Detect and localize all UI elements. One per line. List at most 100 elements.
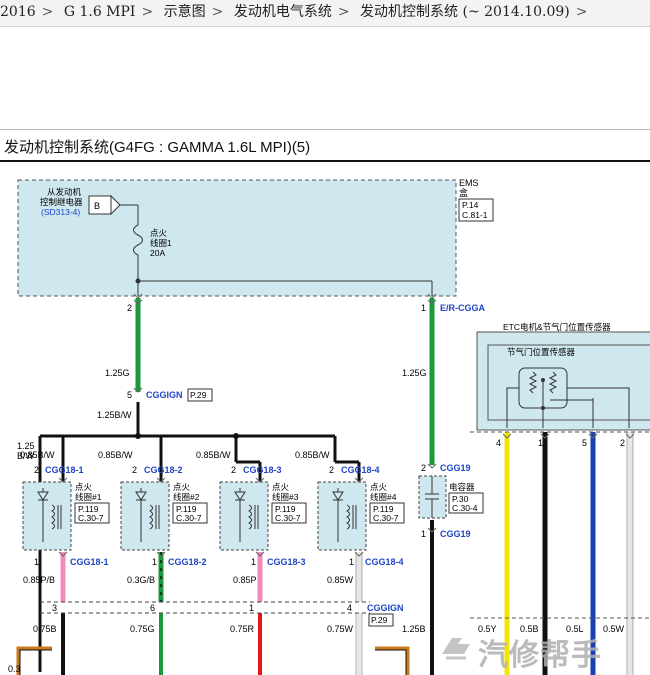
shield-bracket	[19, 649, 52, 675]
shield-bracket	[375, 649, 407, 675]
ems-ref-box	[458, 198, 494, 222]
coil-ref-connector: C.30-7	[176, 513, 202, 523]
junction-dot	[541, 406, 545, 410]
coil-label-2: 线圈#3	[272, 492, 299, 502]
fuse-label-2: 线圈1	[150, 238, 172, 248]
coil-label: 点火	[370, 482, 388, 492]
coil-wire-top: 0.85B/W	[20, 450, 55, 460]
ems-pin-left: 2	[127, 303, 132, 313]
relay-pin: B	[94, 201, 100, 211]
coil-wire-bottom: 0.3G/B	[127, 575, 155, 585]
coil-label-2: 线圈#4	[370, 492, 397, 502]
capacitor-connector-top[interactable]: CGG19	[440, 463, 471, 473]
relay-ref-link[interactable]: (SD313-4)	[41, 207, 80, 217]
relay-label-2: 控制继电器	[40, 197, 83, 207]
coil-connector-top[interactable]: CGG18-3	[243, 465, 282, 475]
coil-connector-bottom[interactable]: CGG18-2	[168, 557, 207, 567]
left-edge-label: 0.3	[8, 664, 21, 674]
coil-connector-top[interactable]: CGG18-2	[144, 465, 183, 475]
coil-wire-lower: 0.75G	[130, 624, 155, 634]
coil-wire-lower: 0.75R	[230, 624, 255, 634]
coil-connector-top[interactable]: CGG18-1	[45, 465, 84, 475]
breadcrumb-item-engine-control[interactable]: 发动机控制系统 (~ 2014.10.09)	[360, 4, 570, 20]
diode-icon	[135, 488, 147, 542]
fuse-label: 点火	[150, 228, 168, 238]
coil-pin-bottom: 1	[152, 557, 157, 567]
main-wire-pin: 5	[127, 390, 132, 400]
coil-pin-top: 2	[329, 465, 334, 475]
etc-pin: 1	[538, 438, 543, 448]
ems-right-connector[interactable]: E/R-CGGA	[440, 303, 486, 313]
ems-ref-page[interactable]: P.14	[462, 200, 479, 210]
coil-connector-top[interactable]: CGG18-4	[341, 465, 380, 475]
coil-ref-connector: C.30-7	[275, 513, 301, 523]
main-wire-below: 1.25B/W	[97, 410, 132, 420]
coil-ref-page[interactable]: P.119	[373, 504, 394, 514]
etc-wire: 0.5W	[603, 624, 625, 634]
breadcrumb-item-year[interactable]: 2016	[0, 4, 36, 20]
etc-wire: 0.5B	[520, 624, 539, 634]
capacitor-ref-connector: C.30-4	[452, 503, 478, 513]
ems-label: EMS	[459, 178, 479, 188]
breadcrumb-separator: >	[141, 4, 154, 20]
coil-connector-bottom[interactable]: CGG18-4	[365, 557, 404, 567]
main-wire-ref[interactable]: P.29	[190, 390, 207, 400]
etc-wire: 0.5L	[566, 624, 584, 634]
coil-connector-bottom[interactable]: CGG18-3	[267, 557, 306, 567]
breadcrumb: 2016> G 1.6 MPI> 示意图> 发动机电气系统> 发动机控制系统 (…	[0, 0, 650, 27]
capacitor-pin-top: 2	[421, 463, 426, 473]
etc-pin: 2	[620, 438, 625, 448]
fuse-rating: 20A	[150, 248, 165, 258]
connector-arrow-marks	[58, 293, 635, 557]
coil-wire-top: 0.85B/W	[98, 450, 133, 460]
lower-connector-ref[interactable]: P.29	[371, 615, 388, 625]
junction-dot	[541, 378, 545, 382]
coil-pin-top: 2	[231, 465, 236, 475]
right-wire-size: 1.25G	[402, 368, 427, 378]
coil-winding-icon	[346, 504, 357, 530]
diode-icon	[37, 488, 49, 542]
ref-box	[187, 388, 213, 402]
capacitor-ref-page[interactable]: P.30	[452, 494, 469, 504]
coil-winding-icon	[51, 504, 62, 530]
coil-pin-lower: 6	[150, 603, 155, 613]
breadcrumb-item-engine[interactable]: G 1.6 MPI	[63, 4, 136, 20]
etc-pin: 4	[496, 438, 501, 448]
coil-wire-lower: 0.75B	[33, 624, 57, 634]
coil-connector-bottom[interactable]: CGG18-1	[70, 557, 109, 567]
shield-bracket	[16, 646, 52, 675]
breadcrumb-item-schematic[interactable]: 示意图	[163, 4, 206, 20]
etc-title: ETC电机&节气门位置传感器	[503, 322, 611, 332]
coil-ref-connector: C.30-7	[78, 513, 104, 523]
diagram-title: 发动机控制系统(G4FG : GAMMA 1.6L MPI)(5)	[4, 139, 311, 156]
coil-pin-lower: 1	[249, 603, 254, 613]
lower-connector[interactable]: CGGIGN	[367, 603, 404, 613]
ref-box	[368, 613, 394, 627]
coil-winding-icon	[149, 504, 160, 530]
main-wire-connector[interactable]: CGGIGN	[146, 390, 183, 400]
coil-ref-page[interactable]: P.119	[176, 504, 197, 514]
coil-winding-icon	[248, 504, 259, 530]
coil-label: 点火	[75, 482, 93, 492]
watermark-text: 汽修帮手	[478, 639, 602, 672]
ref-box	[448, 492, 484, 514]
etc-pin: 5	[582, 438, 587, 448]
watermark-logo-icon	[442, 638, 470, 660]
coil-pin-top: 2	[132, 465, 137, 475]
coil-ref-page[interactable]: P.119	[78, 504, 99, 514]
breadcrumb-separator: >	[211, 4, 224, 20]
etc-wire: 0.5Y	[478, 624, 497, 634]
capacitor-pin-bottom: 1	[421, 529, 426, 539]
breadcrumb-separator: >	[337, 4, 350, 20]
breadcrumb-item-engine-electrical[interactable]: 发动机电气系统	[233, 4, 332, 20]
capacitor-connector-bottom[interactable]: CGG19	[440, 529, 471, 539]
main-wire-size: 1.25G	[105, 368, 130, 378]
fuse-icon	[133, 224, 143, 256]
coil-ref-page[interactable]: P.119	[275, 504, 296, 514]
branch-color: B/W	[17, 451, 35, 461]
shield-bracket	[375, 646, 410, 675]
coil-label-2: 线圈#2	[173, 492, 200, 502]
diode-icon	[234, 488, 246, 542]
ignition-coil-2: 0.85B/W 2 CGG18-2 点火 线圈#2 P.119 C.30-7 1…	[98, 436, 208, 675]
coil-pin-lower: 4	[347, 603, 352, 613]
